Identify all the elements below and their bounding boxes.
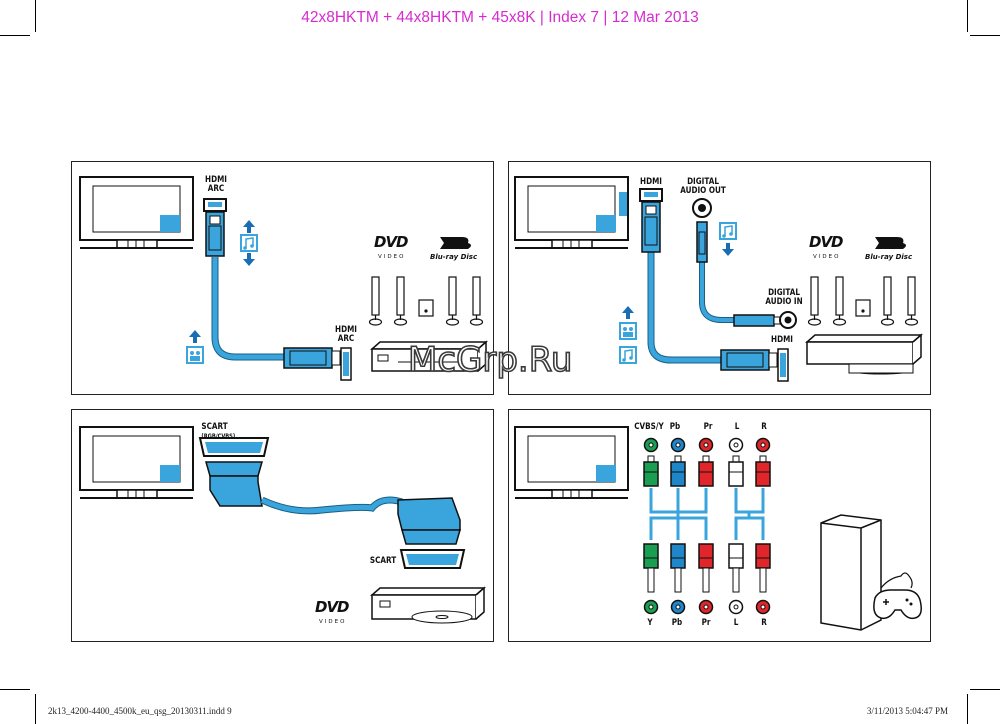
label-bottom-l: L — [733, 618, 739, 628]
rca-plug — [702, 455, 710, 463]
crop-mark — [970, 689, 1000, 690]
film-icon — [619, 322, 637, 340]
film-icon — [186, 346, 204, 364]
av-receiver-icon — [370, 340, 488, 372]
speaker-icon — [368, 276, 484, 326]
crop-mark — [35, 694, 36, 724]
footer-timestamp: 3/11/2013 5:04:47 PM — [866, 706, 948, 716]
footer-file: 2k13_4200-4400_4500k_eu_qsg_20130311.ind… — [48, 706, 232, 716]
rca-plug — [647, 455, 655, 463]
arrow-down-icon — [722, 243, 734, 256]
music-note-icon — [240, 234, 258, 252]
arrow-down-icon — [243, 253, 255, 266]
dvd-logo: DVD — [809, 233, 844, 251]
music-note-icon — [719, 222, 737, 240]
rca-plug — [759, 455, 767, 463]
crop-mark — [967, 0, 968, 32]
label-bottom-pb: Pb — [671, 618, 683, 628]
arrow-up-icon — [243, 220, 255, 233]
device-hdmi-label: HDMI — [771, 335, 793, 345]
bluray-disc-icon — [440, 237, 471, 249]
dvd-logo: DVD — [315, 598, 350, 616]
bluray-disc-icon — [875, 237, 906, 249]
gamepad-icon — [873, 572, 922, 620]
crop-mark — [967, 694, 968, 724]
arrow-up-icon — [622, 306, 634, 319]
dvd-player-icon — [370, 586, 486, 624]
hdmi-label: HDMI — [640, 177, 662, 187]
music-note-icon — [619, 346, 637, 364]
crop-mark — [35, 0, 36, 32]
rca-plug — [755, 543, 771, 569]
label-bottom-r: R — [761, 618, 767, 628]
scart-tv-label: SCART (RGB/CVBS) — [201, 422, 236, 441]
bluray-logo: Blu-ray Disc — [865, 253, 913, 261]
label-top-pb: Pb — [669, 422, 681, 432]
tv-icon — [79, 176, 194, 249]
crop-mark — [0, 689, 30, 690]
dvd-logo: DVD — [374, 233, 409, 251]
label-bottom-y: Y — [647, 618, 653, 628]
dvd-video-text: VIDEO — [319, 619, 347, 625]
label-bottom-pr: Pr — [701, 618, 711, 628]
rca-plug — [674, 455, 682, 463]
label-top-r: R — [761, 422, 767, 432]
crop-mark — [970, 35, 1000, 36]
page-header: 42x8HKTM + 44x8HKTM + 45x8K | Index 7 | … — [301, 9, 699, 26]
rca-plug — [670, 543, 686, 569]
scart-device-label: SCART — [369, 556, 397, 566]
rca-plug — [698, 543, 714, 569]
label-top-l: L — [734, 422, 740, 432]
dvd-video-text: VIDEO — [813, 254, 841, 260]
tv-icon — [79, 426, 194, 499]
speaker-icon — [807, 276, 919, 326]
av-receiver-icon — [805, 333, 923, 375]
panel-scart: SCART (RGB/CVBS) SCART DVD VIDEO — [71, 409, 494, 642]
arrow-up-icon — [189, 330, 201, 343]
dvd-video-text: VIDEO — [378, 254, 406, 260]
game-console-icon — [820, 514, 882, 631]
bluray-logo: Blu-ray Disc — [430, 253, 478, 261]
label-top-pr: Pr — [703, 422, 713, 432]
rca-plug — [728, 543, 744, 569]
panel-component: CVBS/Y Pb Pr L R Y Pb Pr L R — [508, 409, 931, 642]
tv-icon — [514, 426, 629, 499]
crop-mark — [0, 35, 30, 36]
rca-plug — [643, 543, 659, 569]
rca-plug — [732, 455, 740, 463]
watermark: McGrp.Ru — [407, 339, 573, 381]
tv-icon — [514, 176, 629, 249]
label-top-cvbs: CVBS/Y — [634, 422, 664, 432]
